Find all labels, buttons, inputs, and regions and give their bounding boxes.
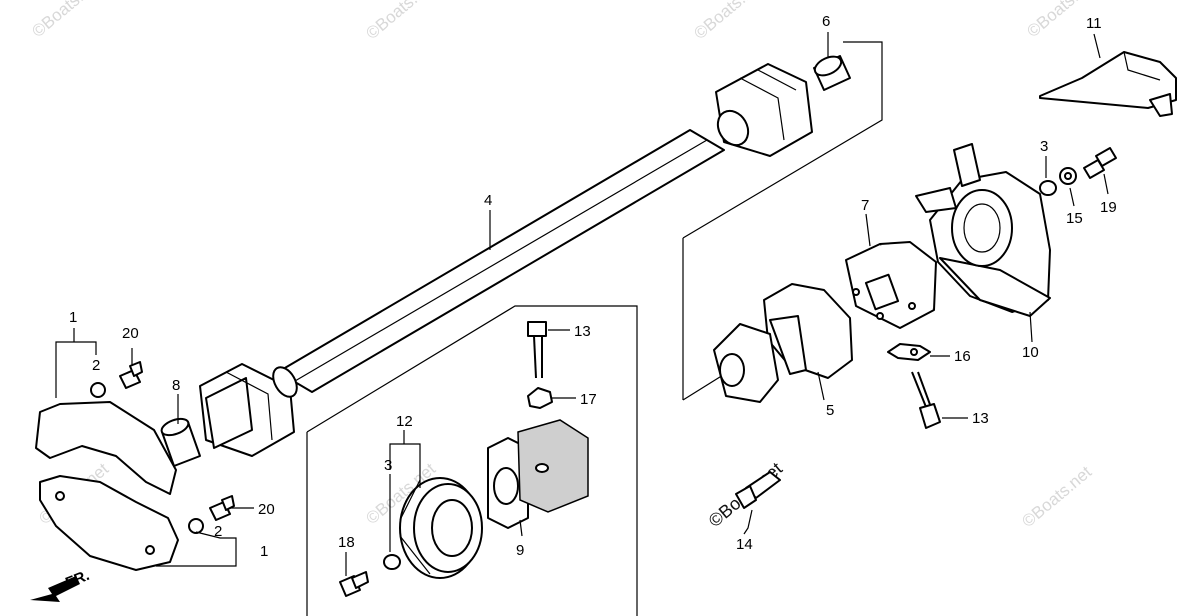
callout-7: 7 [861, 197, 869, 214]
callout-4: 4 [484, 192, 492, 209]
bracket-plate-11 [1039, 51, 1177, 117]
front-marker-label: FR. [63, 567, 92, 592]
hub-flange-7 [845, 241, 937, 329]
nut-17 [527, 387, 553, 409]
callout-3-right: 3 [1040, 138, 1048, 155]
bolt-18 [339, 571, 369, 597]
callout-17: 17 [580, 391, 597, 408]
clip-16 [887, 343, 931, 361]
cooling-fan-10 [915, 143, 1051, 317]
callout-1-top: 1 [69, 309, 77, 326]
callout-10: 10 [1022, 344, 1039, 361]
callout-20-top: 20 [122, 325, 139, 342]
watermark: ©Boats.net [1018, 462, 1095, 531]
callout-1-bottom: 1 [260, 543, 268, 560]
callout-3-left: 3 [384, 457, 392, 474]
bolt-20-upper [119, 361, 143, 389]
callout-13-top: 13 [574, 323, 591, 340]
front-direction-arrow: FR. [30, 567, 92, 602]
callout-13-right: 13 [972, 410, 989, 427]
sleeve-8 [160, 417, 201, 467]
sleeve-6 [813, 55, 851, 91]
coupling-housing-5 [713, 283, 853, 403]
callout-20-bottom: 20 [258, 501, 275, 518]
washer-15 [1059, 167, 1077, 185]
callout-2-bottom: 2 [214, 523, 222, 540]
bolt-19 [1083, 147, 1117, 179]
watermark: ©Boats.net [690, 0, 767, 43]
damper-ring-12 [399, 477, 483, 579]
leader-lines [55, 32, 1109, 576]
bolt-13-top [527, 321, 547, 379]
bolt-14 [735, 471, 781, 509]
callout-14: 14 [736, 536, 753, 553]
callout-15: 15 [1066, 210, 1083, 227]
callout-5: 5 [826, 402, 834, 419]
callout-19: 19 [1100, 199, 1117, 216]
callout-11: 11 [1086, 15, 1102, 32]
callout-6: 6 [822, 13, 830, 30]
callout-12: 12 [396, 413, 413, 430]
collar-2-upper [90, 382, 106, 398]
drive-shaft [199, 63, 813, 457]
collar-3-left [383, 554, 401, 570]
joint-flange-9 [487, 419, 589, 529]
watermark: ©Boats.net [362, 0, 439, 43]
bolt-20-lower [209, 495, 235, 521]
watermark: ©Boats.net [28, 0, 105, 41]
cover-1-lower [39, 475, 179, 571]
callout-9: 9 [516, 542, 524, 559]
callout-2-top: 2 [92, 357, 100, 374]
callout-16: 16 [954, 348, 971, 365]
callout-18: 18 [338, 534, 355, 551]
callout-8: 8 [172, 377, 180, 394]
collar-3-right [1039, 180, 1057, 196]
cover-1-upper [35, 401, 177, 495]
callout-labels: 1 2 20 8 20 2 1 4 6 11 3 15 19 7 10 16 1… [69, 13, 1117, 560]
bolt-13-right [911, 371, 941, 429]
collar-2-lower [188, 518, 204, 534]
